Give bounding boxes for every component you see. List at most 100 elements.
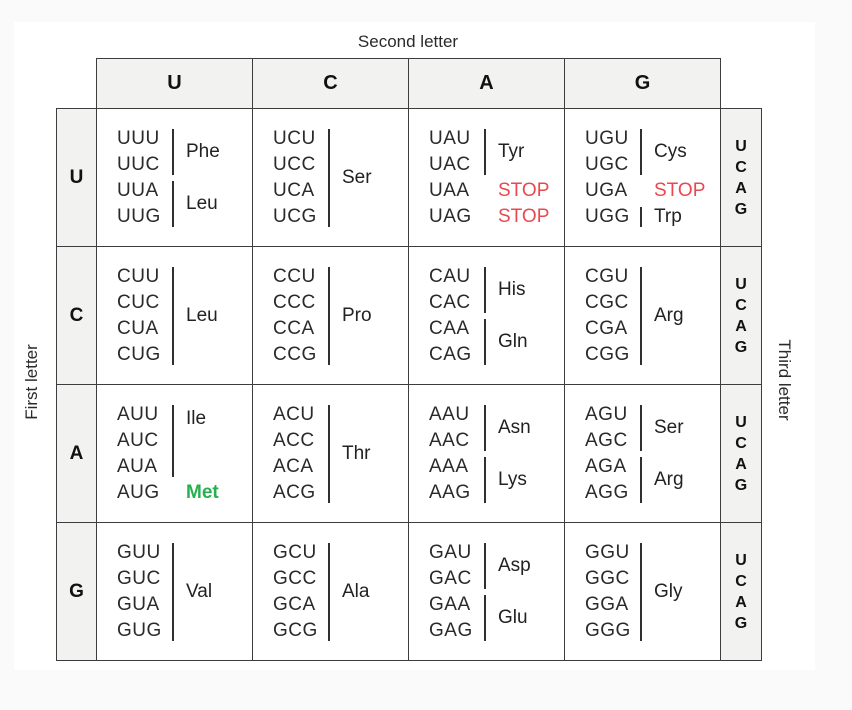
amino-acid-label-Gly: Gly — [654, 580, 683, 602]
codon-AUC: AUC — [117, 429, 159, 451]
codon-UAC: UAC — [429, 153, 471, 175]
third-letter-axis-label: Third letter — [775, 339, 794, 421]
amino-acid-label-Ser: Ser — [342, 166, 372, 188]
amino-acid-label-Asp: Asp — [498, 554, 531, 576]
codon-CUC: CUC — [117, 291, 160, 313]
bracket-line — [640, 266, 642, 365]
codon-AGA: AGA — [585, 455, 627, 477]
codon-AGG: AGG — [585, 481, 629, 503]
codon-CUG: CUG — [117, 343, 161, 365]
bracket-line — [484, 456, 486, 503]
corner-spacer — [721, 59, 762, 109]
codon-CGU: CGU — [585, 265, 629, 287]
codon-GUC: GUC — [117, 567, 161, 589]
codon-GAU: GAU — [429, 541, 472, 563]
first-letter-header-U: U — [56, 108, 97, 247]
codon-list: AGA AGG — [585, 454, 635, 506]
codon-CCA: CCA — [273, 317, 315, 339]
bracket-line — [484, 128, 486, 175]
bracket-line — [484, 594, 486, 641]
codon-UGG: UGG — [585, 205, 630, 227]
bracket-line — [640, 404, 642, 451]
bracket-line — [328, 542, 330, 641]
third-letter-C: C — [735, 158, 747, 176]
codon-ACC: ACC — [273, 429, 315, 451]
codon-GAG: GAG — [429, 619, 473, 641]
bracket-line — [172, 180, 174, 227]
stop-label: STOP — [498, 179, 550, 201]
second-letter-header-U: U — [96, 58, 253, 109]
codon-UCC: UCC — [273, 153, 316, 175]
codon-AUG: AUG — [117, 481, 160, 503]
codon-AAA: AAA — [429, 455, 469, 477]
corner-spacer — [57, 59, 97, 109]
codon-CAU: CAU — [429, 265, 471, 287]
codon-ACG: ACG — [273, 481, 316, 503]
amino-acid-label-Cys: Cys — [654, 140, 687, 162]
amino-acid-label-Leu: Leu — [186, 192, 218, 214]
codon-AAG: AAG — [429, 481, 471, 503]
third-letter-A: A — [735, 179, 747, 197]
amino-acid-label-Arg: Arg — [654, 304, 684, 326]
codon-CCU: CCU — [273, 265, 316, 287]
codon-UGU: UGU — [585, 127, 629, 149]
codon-GCC: GCC — [273, 567, 317, 589]
codon-list: AUG — [117, 480, 167, 506]
codon-GCG: GCG — [273, 619, 318, 641]
second-letter-header-G: G — [564, 58, 721, 109]
bracket-line — [640, 206, 642, 227]
amino-acid-label-Glu: Glu — [498, 606, 528, 628]
first-letter-header-C: C — [56, 246, 97, 385]
second-letter-header-A: A — [408, 58, 565, 109]
codon-GGA: GGA — [585, 593, 629, 615]
codon-GCA: GCA — [273, 593, 316, 615]
third-letter-G: G — [734, 614, 748, 632]
amino-acid-label-Ile: Ile — [186, 407, 207, 429]
amino-acid-label-Ala: Ala — [342, 580, 370, 602]
codon-CAC: CAC — [429, 291, 471, 313]
bracket-line — [328, 266, 330, 365]
bracket-line — [328, 404, 330, 503]
genetic-code-figure: Second letter First letter Third letter … — [14, 22, 815, 670]
bracket-line — [640, 542, 642, 641]
